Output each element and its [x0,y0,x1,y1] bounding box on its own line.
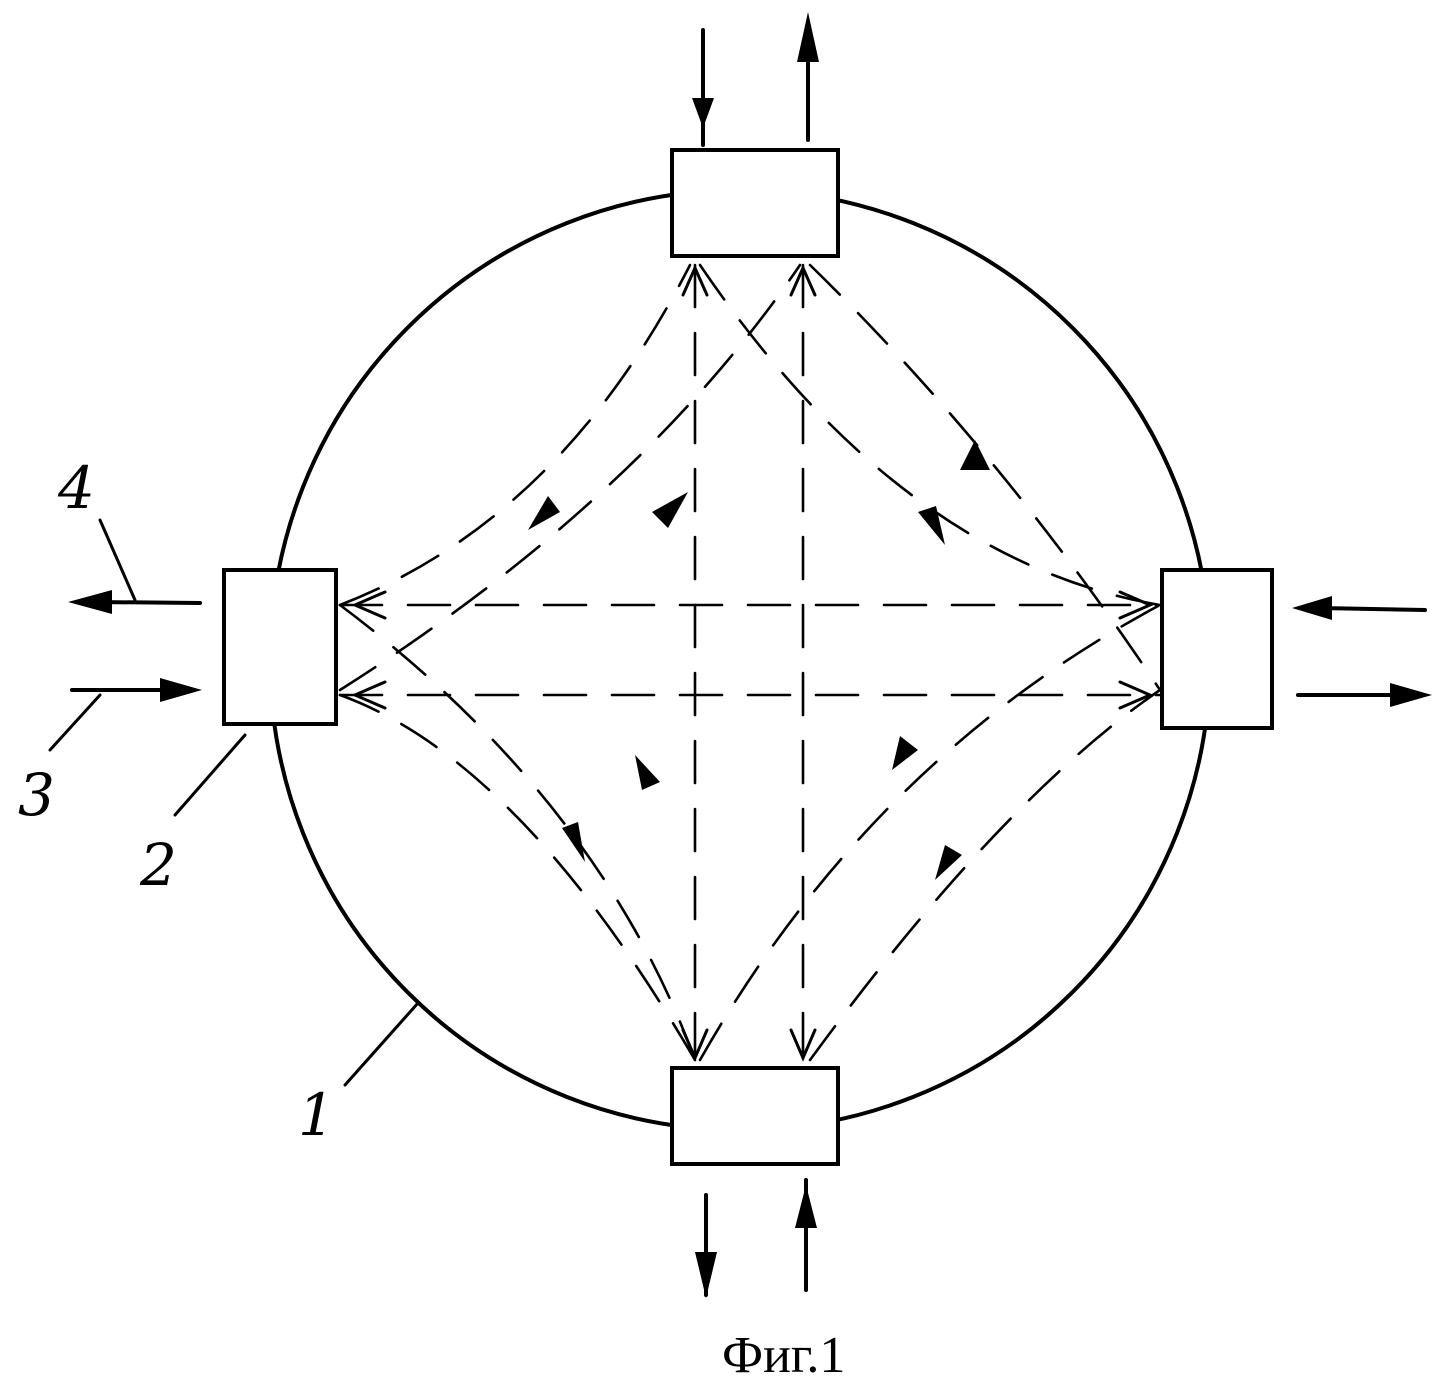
node-box-left [224,570,336,724]
label-input: 3 [18,761,55,829]
label-node: 2 [139,831,177,899]
node-box-bottom [672,1068,838,1164]
node-box-right [1162,570,1272,728]
label-output: 4 [57,454,95,522]
flow-arrowheads [355,268,1150,1058]
label-ring: 1 [298,1081,335,1149]
dashed-links [340,265,1160,1060]
figure-caption: Фиг.1 [722,1327,845,1384]
node-box-top [672,150,838,256]
